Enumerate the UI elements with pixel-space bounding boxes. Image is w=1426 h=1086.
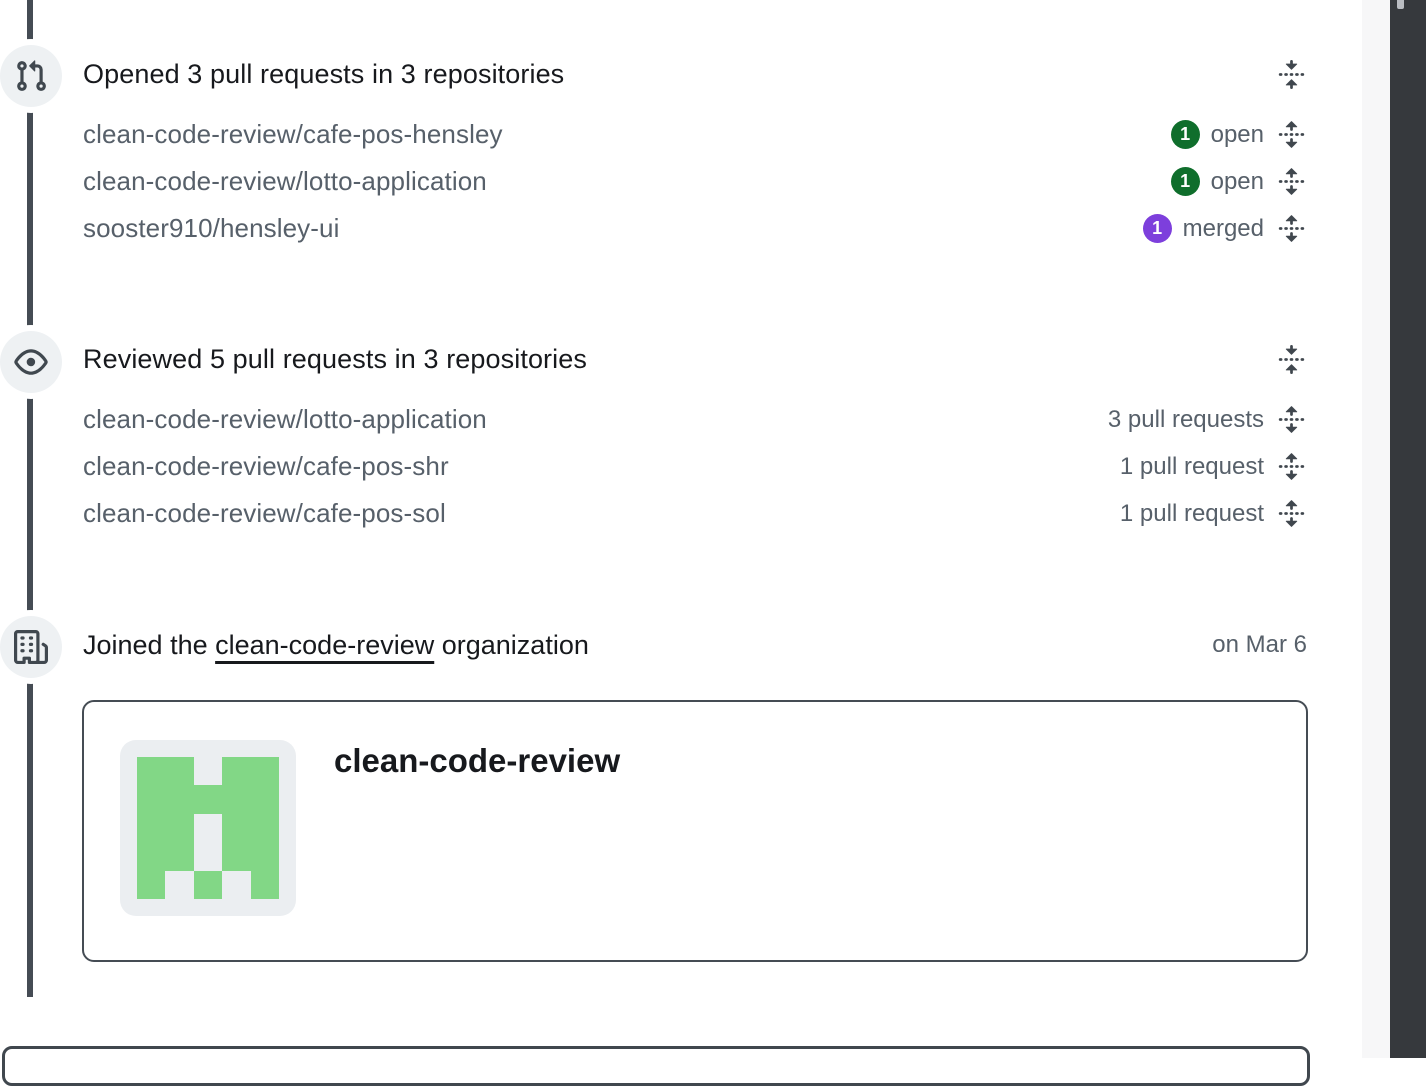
review-count-label: 1 pull request xyxy=(1119,499,1264,527)
collapse-reviewed-prs-button[interactable] xyxy=(1275,343,1307,375)
eye-icon xyxy=(14,345,48,379)
repo-link[interactable]: clean-code-review/lotto-application xyxy=(83,166,487,196)
expand-row-button[interactable] xyxy=(1275,404,1307,436)
unfold-icon xyxy=(1277,120,1306,149)
repo-link[interactable]: clean-code-review/cafe-pos-hensley xyxy=(83,119,503,149)
joined-org-title-suffix: organization xyxy=(441,629,589,660)
show-more-activity-box[interactable] xyxy=(2,1046,1310,1086)
joined-org-marker xyxy=(0,616,62,678)
joined-org-title: Joined the clean-code-review organizatio… xyxy=(83,630,589,661)
opened-pr-row: clean-code-review/lotto-application 1 op… xyxy=(83,158,1307,205)
org-identicon xyxy=(137,757,279,899)
opened-pr-row: clean-code-review/cafe-pos-hensley 1 ope… xyxy=(83,111,1307,158)
pr-state-label: open xyxy=(1210,167,1264,195)
fold-icon xyxy=(1277,60,1306,89)
unfold-icon xyxy=(1277,167,1306,196)
opened-prs-title: Opened 3 pull requests in 3 repositories xyxy=(83,58,565,89)
reviewed-prs-heading-row: Reviewed 5 pull requests in 3 repositori… xyxy=(83,336,1307,382)
pr-count-badge: 1 xyxy=(1170,120,1200,149)
opened-prs-heading-row: Opened 3 pull requests in 3 repositories xyxy=(83,51,1307,97)
reviewed-pr-row: clean-code-review/cafe-pos-sol 1 pull re… xyxy=(83,490,1307,537)
expand-row-button[interactable] xyxy=(1275,451,1307,483)
org-link[interactable]: clean-code-review xyxy=(215,629,435,660)
organization-icon xyxy=(14,630,48,664)
repo-link[interactable]: sooster910/hensley-ui xyxy=(83,213,340,243)
reviewed-pr-row: clean-code-review/cafe-pos-shr 1 pull re… xyxy=(83,443,1307,490)
vertical-scrollbar[interactable] xyxy=(1390,0,1426,1058)
expand-row-button[interactable] xyxy=(1275,119,1307,151)
expand-row-button[interactable] xyxy=(1275,213,1307,245)
pr-state-label: merged xyxy=(1182,214,1264,242)
collapse-opened-prs-button[interactable] xyxy=(1275,58,1307,90)
expand-row-button[interactable] xyxy=(1275,498,1307,530)
pr-count-badge: 1 xyxy=(1142,214,1172,243)
joined-org-heading-row: Joined the clean-code-review organizatio… xyxy=(83,622,1307,668)
review-count-label: 1 pull request xyxy=(1119,452,1264,480)
expand-row-button[interactable] xyxy=(1275,166,1307,198)
repo-link[interactable]: clean-code-review/cafe-pos-sol xyxy=(83,498,446,528)
joined-org-title-prefix: Joined the xyxy=(83,629,208,660)
org-card: clean-code-review xyxy=(82,700,1308,962)
repo-link[interactable]: clean-code-review/lotto-application xyxy=(83,404,487,434)
unfold-icon xyxy=(1277,499,1306,528)
reviewed-pr-row: clean-code-review/lotto-application 3 pu… xyxy=(83,396,1307,443)
org-avatar[interactable] xyxy=(120,740,296,916)
scrollbar-thumb[interactable] xyxy=(1397,0,1404,9)
reviewed-prs-title: Reviewed 5 pull requests in 3 repositori… xyxy=(83,343,587,374)
page-gutter xyxy=(1362,0,1390,1058)
unfold-icon xyxy=(1277,405,1306,434)
repo-link[interactable]: clean-code-review/cafe-pos-shr xyxy=(83,451,449,481)
review-count-label: 3 pull requests xyxy=(1107,405,1264,433)
pr-count-badge: 1 xyxy=(1170,167,1200,196)
unfold-icon xyxy=(1277,452,1306,481)
opened-prs-marker xyxy=(0,45,62,107)
opened-pr-row: sooster910/hensley-ui 1 merged xyxy=(83,205,1307,252)
event-date: on Mar 6 xyxy=(1212,631,1307,658)
org-card-title[interactable]: clean-code-review xyxy=(334,742,621,779)
fold-icon xyxy=(1277,345,1306,374)
unfold-icon xyxy=(1277,214,1306,243)
git-pull-request-icon xyxy=(14,59,48,93)
reviewed-prs-marker xyxy=(0,331,62,393)
pr-state-label: open xyxy=(1210,120,1264,148)
timeline-rail xyxy=(27,0,33,997)
